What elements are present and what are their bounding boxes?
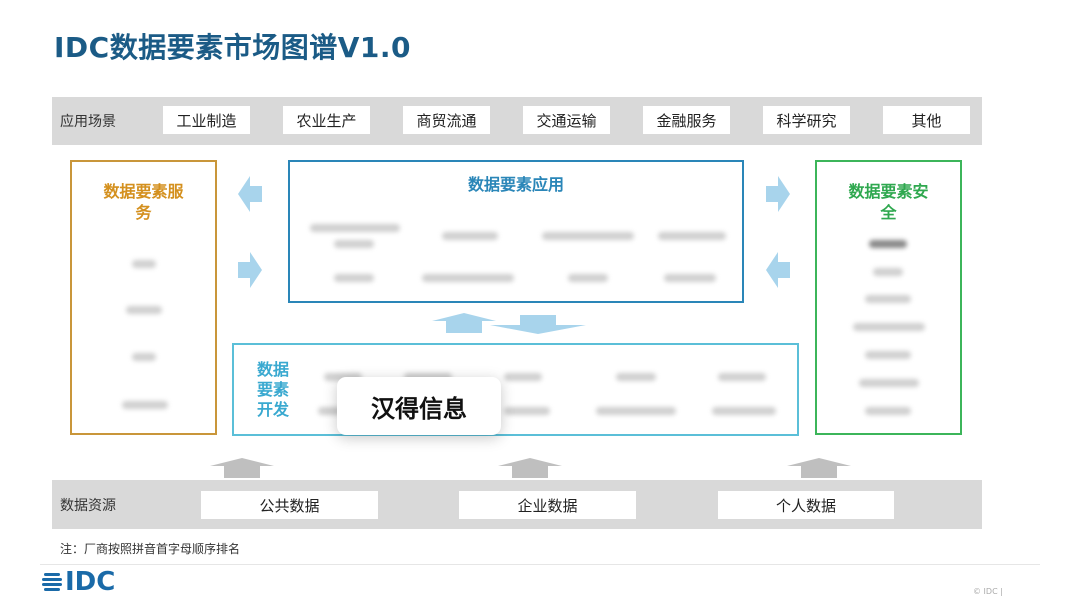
- scenarios-label: 应用场景: [60, 114, 116, 130]
- arrow-up-icon: [432, 313, 496, 333]
- development-panel: 数据要素开发: [232, 343, 799, 436]
- blurred-vendor: [664, 274, 716, 282]
- highlight-popup: 汉得信息: [337, 377, 501, 435]
- blurred-vendor: [853, 323, 925, 331]
- idc-logo: IDC: [42, 567, 115, 597]
- arrow-down-icon: [490, 315, 586, 334]
- arrow-right-icon: [238, 252, 262, 288]
- scenario-item: 工业制造: [163, 106, 250, 134]
- blurred-vendor: [318, 407, 348, 415]
- blurred-vendor: [712, 407, 776, 415]
- resource-item: 企业数据: [459, 491, 636, 519]
- scenario-item: 其他: [883, 106, 970, 134]
- security-panel: 数据要素安全: [815, 160, 962, 435]
- blurred-vendor: [616, 373, 656, 381]
- blurred-vendor: [873, 268, 903, 276]
- exchange-arrows-right: [766, 176, 790, 288]
- blurred-vendor: [122, 401, 168, 409]
- blurred-vendor: [865, 295, 911, 303]
- blurred-vendor: [334, 274, 374, 282]
- blurred-vendor: [132, 260, 156, 268]
- arrow-right-icon: [766, 176, 790, 212]
- application-panel: 数据要素应用: [288, 160, 744, 303]
- arrow-up-icon: [210, 458, 274, 478]
- scenario-item: 交通运输: [523, 106, 610, 134]
- resource-item: 公共数据: [201, 491, 378, 519]
- blurred-vendor: [442, 232, 498, 240]
- blurred-vendor: [132, 353, 156, 361]
- blurred-vendor: [859, 379, 919, 387]
- blurred-vendor: [596, 407, 676, 415]
- services-panel: 数据要素服务: [70, 160, 217, 435]
- security-title: 数据要素安全: [848, 182, 929, 222]
- copyright: © IDC |: [973, 587, 1003, 596]
- resources-label: 数据资源: [60, 497, 116, 514]
- footer-divider: [40, 564, 1040, 584]
- resource-item: 个人数据: [718, 491, 894, 519]
- logo-text: IDC: [65, 567, 116, 597]
- blurred-vendor: [718, 373, 766, 381]
- blurred-vendor: [865, 407, 911, 415]
- blurred-vendor: [542, 232, 634, 240]
- data-resources-bar: 数据资源 公共数据 企业数据 个人数据: [52, 480, 982, 529]
- arrow-up-icon: [787, 458, 851, 478]
- blurred-vendor: [310, 224, 400, 232]
- blurred-vendor: [869, 240, 907, 248]
- application-title: 数据要素应用: [467, 175, 564, 194]
- scenario-item: 科学研究: [763, 106, 850, 134]
- application-scenarios-bar: 应用场景 工业制造 农业生产 商贸流通 交通运输 金融服务 科学研究 其他: [52, 97, 982, 145]
- arrow-left-icon: [238, 176, 262, 212]
- arrow-left-icon: [766, 252, 790, 288]
- blurred-vendor: [504, 373, 542, 381]
- scenario-item: 金融服务: [643, 106, 730, 134]
- blurred-vendor: [504, 407, 550, 415]
- blurred-vendor: [568, 274, 608, 282]
- development-title: 数据要素开发: [256, 360, 289, 419]
- scenario-item: 农业生产: [283, 106, 370, 134]
- flow-arrows-center: [432, 313, 586, 334]
- exchange-arrows-left: [238, 176, 262, 288]
- services-title: 数据要素服务: [103, 182, 184, 222]
- arrow-up-icon: [498, 458, 562, 478]
- blurred-vendor: [422, 274, 514, 282]
- blurred-vendor: [126, 306, 162, 314]
- blurred-vendor: [658, 232, 726, 240]
- page-title: IDC数据要素市场图谱V1.0: [54, 31, 411, 64]
- globe-icon: [42, 573, 62, 591]
- scenario-item: 商贸流通: [403, 106, 490, 134]
- footnote: 注：厂商按照拼音首字母顺序排名: [60, 542, 241, 556]
- blurred-vendor: [334, 240, 374, 248]
- blurred-vendor: [865, 351, 911, 359]
